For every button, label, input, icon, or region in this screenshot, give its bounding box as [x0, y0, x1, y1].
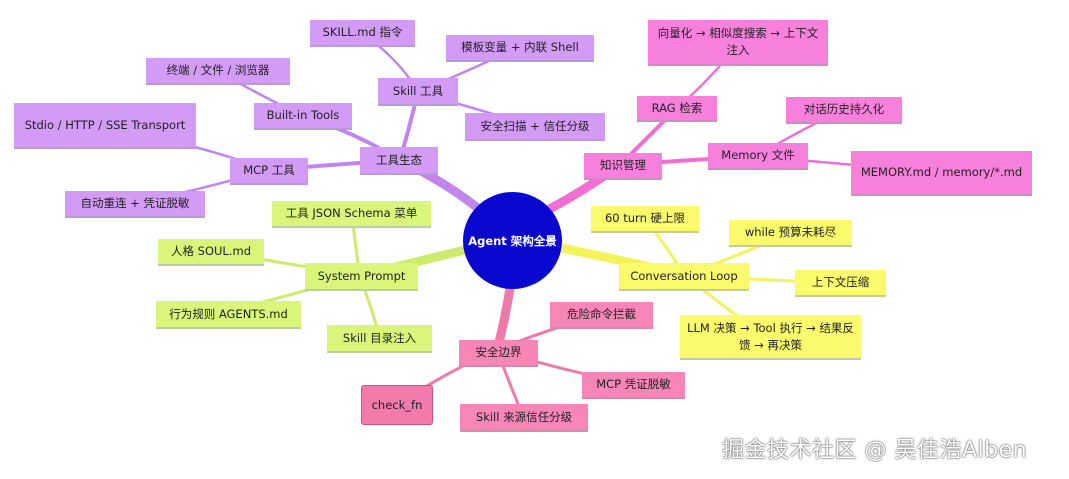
node-dangerous-cmd: 危险命令拦截 [550, 302, 653, 327]
node-skill-trust: Skill 来源信任分级 [460, 404, 588, 430]
node-template-vars: 模板变量 + 内联 Shell [446, 35, 594, 60]
center-node: Agent 架构全景 [463, 192, 562, 289]
node-mcp-tool: MCP 工具 [230, 158, 308, 183]
node-tool-json-schema: 工具 JSON Schema 菜单 [272, 201, 431, 226]
node-context-compress: 上下文压缩 [795, 270, 886, 295]
node-mcp-transport: Stdio / HTTP / SSE Transport [14, 103, 196, 147]
node-check-fn: check_fn [361, 385, 433, 425]
node-tools: 工具生态 [360, 147, 438, 173]
node-memory-md: MEMORY.md / memory/*.md [851, 151, 1032, 194]
node-while-budget: while 预算未耗尽 [729, 220, 852, 245]
node-soul-md: 人格 SOUL.md [158, 239, 264, 264]
node-llm-decision: LLM 决策 → Tool 执行 → 结果反馈 → 再决策 [680, 315, 861, 358]
node-builtin-tools: Built-in Tools [254, 103, 352, 128]
watermark: 掘金技术社区 @ 吴佳浩Alben [722, 438, 1028, 463]
node-auto-reconnect: 自动重连 + 凭证脱敏 [65, 191, 205, 216]
node-terminal-file-browser: 终端 / 文件 / 浏览器 [146, 58, 290, 83]
node-skill-dir: Skill 目录注入 [327, 325, 432, 351]
node-rag-pipeline: 向量化 → 相似度搜索 → 上下文注入 [648, 20, 828, 64]
node-security-scan: 安全扫描 + 信任分级 [465, 113, 605, 139]
node-agents-md: 行为规则 AGENTS.md [156, 301, 301, 327]
node-rag: RAG 检索 [637, 96, 717, 120]
node-chat-history: 对话历史持久化 [786, 97, 902, 122]
node-system-prompt: System Prompt [305, 263, 418, 289]
node-mcp-credential: MCP 凭证脱敏 [582, 372, 685, 397]
node-conversation-loop: Conversation Loop [619, 263, 749, 289]
node-knowledge: 知识管理 [584, 153, 662, 178]
node-memory-file: Memory 文件 [708, 143, 808, 168]
node-skill-tool: Skill 工具 [378, 78, 458, 104]
center-label: Agent 架构全景 [468, 233, 557, 248]
node-skill-md: SKILL.md 指令 [310, 20, 415, 45]
node-security: 安全边界 [459, 340, 538, 365]
node-60-turn: 60 turn 硬上限 [591, 206, 699, 231]
